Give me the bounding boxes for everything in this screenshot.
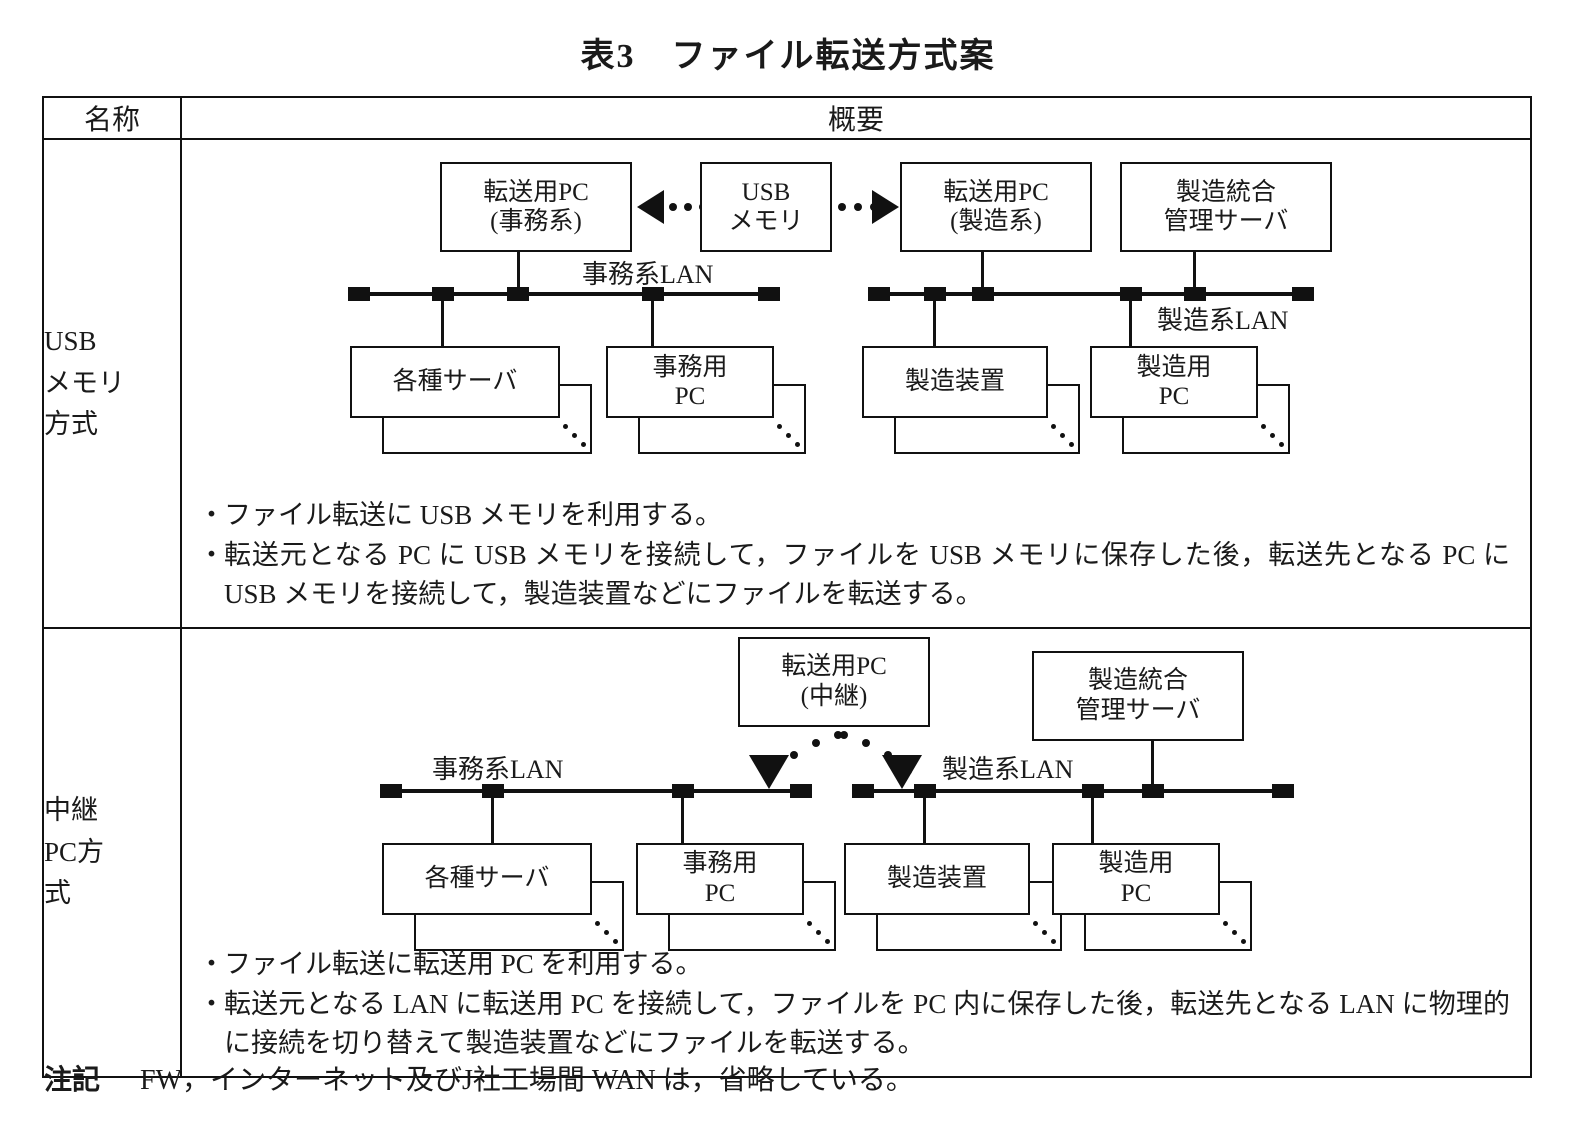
stacked-box-office-pc: 事務用 PC	[636, 842, 856, 955]
bullet-item: 転送元となる LAN に転送用 PC を接続して，ファイルを PC 内に保存した…	[198, 985, 1510, 1062]
row-label-usb-method: USB メモリ 方式	[42, 138, 182, 629]
diagram-relay-pc-method: 転送用PC (中継) 製造統合 管理サーバ	[182, 629, 1530, 951]
box-manufacturing-integration-server: 製造統合 管理サーバ	[1032, 650, 1244, 741]
lan-bus-manufacturing	[854, 788, 1294, 793]
row-content-relay-pc-method: 転送用PC (中継) 製造統合 管理サーバ	[180, 626, 1532, 1078]
box-transfer-pc-manufacturing: 転送用PC (製造系)	[900, 162, 1092, 252]
bullet-list-usb-method: ファイル転送に USB メモリを利用する。 転送元となる PC に USB メモ…	[182, 492, 1530, 627]
diagram-usb-method: 転送用PC (事務系) USB メモリ 転送用PC (製造系) 製造統合 管理サ…	[182, 140, 1530, 492]
row-label-line: USB	[44, 325, 97, 356]
stacked-box-office-pc: 事務用 PC	[606, 346, 826, 458]
arrowhead-down-icon	[882, 754, 922, 789]
drop-line	[651, 298, 654, 348]
stacked-box-manufacturing-pc: 製造用 PC	[1052, 842, 1272, 955]
box-manufacturing-integration-server: 製造統合 管理サーバ	[1120, 162, 1332, 252]
lan-node	[642, 287, 664, 301]
lan-node	[672, 783, 694, 798]
lan-node	[1184, 287, 1206, 301]
file-transfer-method-table: 名称 概要 USB メモリ 方式 転送用PC (事務系) USB	[42, 96, 1532, 1078]
lan-node	[758, 287, 780, 301]
row-label-line: 中継	[44, 794, 98, 825]
stacked-box-manufacturing-equipment: 製造装置	[862, 346, 1092, 458]
row-label-line: 方式	[44, 409, 98, 440]
drop-line	[491, 794, 494, 845]
bullet-item: 転送元となる PC に USB メモリを接続して，ファイルを USB メモリに保…	[198, 536, 1510, 613]
lan-label-office: 事務系LAN	[582, 260, 714, 289]
table-title: 表3 ファイル転送方式案	[580, 38, 996, 75]
lan-node	[482, 783, 504, 798]
drop-line	[441, 298, 444, 348]
footnote-text: FW，インターネット及びJ社工場間 WAN は，省略している。	[140, 1065, 914, 1096]
stacked-box-various-servers: 各種サーバ	[350, 346, 600, 458]
lan-node	[1292, 287, 1314, 301]
table-footnote: 注記 FW，インターネット及びJ社工場間 WAN は，省略している。	[44, 1058, 914, 1098]
bullet-list-relay-pc-method: ファイル転送に転送用 PC を利用する。 転送元となる LAN に転送用 PC …	[182, 941, 1530, 1076]
lan-label-manufacturing: 製造系LAN	[1157, 306, 1289, 335]
lan-node	[380, 783, 402, 798]
header-cell-name: 名称	[42, 96, 182, 140]
row-label-line: 式	[44, 878, 71, 909]
drop-line	[1091, 794, 1094, 845]
stacked-box-manufacturing-equipment: 製造装置	[844, 842, 1074, 955]
drop-line	[1151, 740, 1154, 789]
lan-node	[972, 287, 994, 301]
box-usb-memory: USB メモリ	[700, 162, 832, 252]
arrowhead-left-icon	[637, 190, 664, 224]
row-label-line: PC方	[44, 836, 105, 867]
lan-node	[1082, 783, 1104, 798]
lan-label-office: 事務系LAN	[432, 754, 564, 784]
lan-node	[432, 287, 454, 301]
row-label-line: メモリ	[44, 367, 125, 398]
footnote-label: 注記	[44, 1065, 101, 1096]
table-header-row: 名称 概要	[42, 96, 1532, 140]
lan-node	[507, 287, 529, 301]
row-content-usb-method: 転送用PC (事務系) USB メモリ 転送用PC (製造系) 製造統合 管理サ…	[180, 138, 1532, 629]
drop-line	[1129, 298, 1132, 348]
arrowhead-down-icon	[749, 754, 789, 789]
box-relay-transfer-pc: 転送用PC (中継)	[738, 636, 930, 727]
lan-node	[790, 783, 812, 798]
lan-bus-office	[350, 292, 780, 296]
drop-line	[1193, 252, 1196, 294]
header-cell-overview: 概要	[180, 96, 1532, 140]
lan-node	[868, 287, 890, 301]
drop-line	[933, 298, 936, 348]
drop-line	[517, 252, 520, 294]
table-row: 中継 PC方 式 転送用PC (中継) 製造統合 管理サーバ	[42, 626, 1532, 1078]
row-label-relay-pc-method: 中継 PC方 式	[42, 626, 182, 1078]
table-row: USB メモリ 方式 転送用PC (事務系) USB メモリ	[42, 138, 1532, 629]
drop-line	[681, 794, 684, 845]
dotted-connector-usb-to-office	[669, 203, 707, 213]
stacked-box-manufacturing-pc: 製造用 PC	[1090, 346, 1310, 458]
bullet-item: ファイル転送に転送用 PC を利用する。	[198, 945, 1510, 984]
arrowhead-right-icon	[872, 190, 899, 224]
lan-bus-office	[382, 788, 812, 793]
lan-node	[348, 287, 370, 301]
box-transfer-pc-office: 転送用PC (事務系)	[440, 162, 632, 252]
stacked-box-various-servers: 各種サーバ	[382, 842, 632, 955]
lan-node	[1142, 783, 1164, 798]
lan-node	[852, 783, 874, 798]
lan-node	[1120, 287, 1142, 301]
bullet-item: ファイル転送に USB メモリを利用する。	[198, 496, 1510, 535]
drop-line	[981, 252, 984, 294]
lan-bus-manufacturing	[870, 292, 1314, 296]
lan-node	[1272, 783, 1294, 798]
lan-node	[924, 287, 946, 301]
lan-label-manufacturing: 製造系LAN	[942, 754, 1074, 784]
drop-line	[923, 794, 926, 845]
